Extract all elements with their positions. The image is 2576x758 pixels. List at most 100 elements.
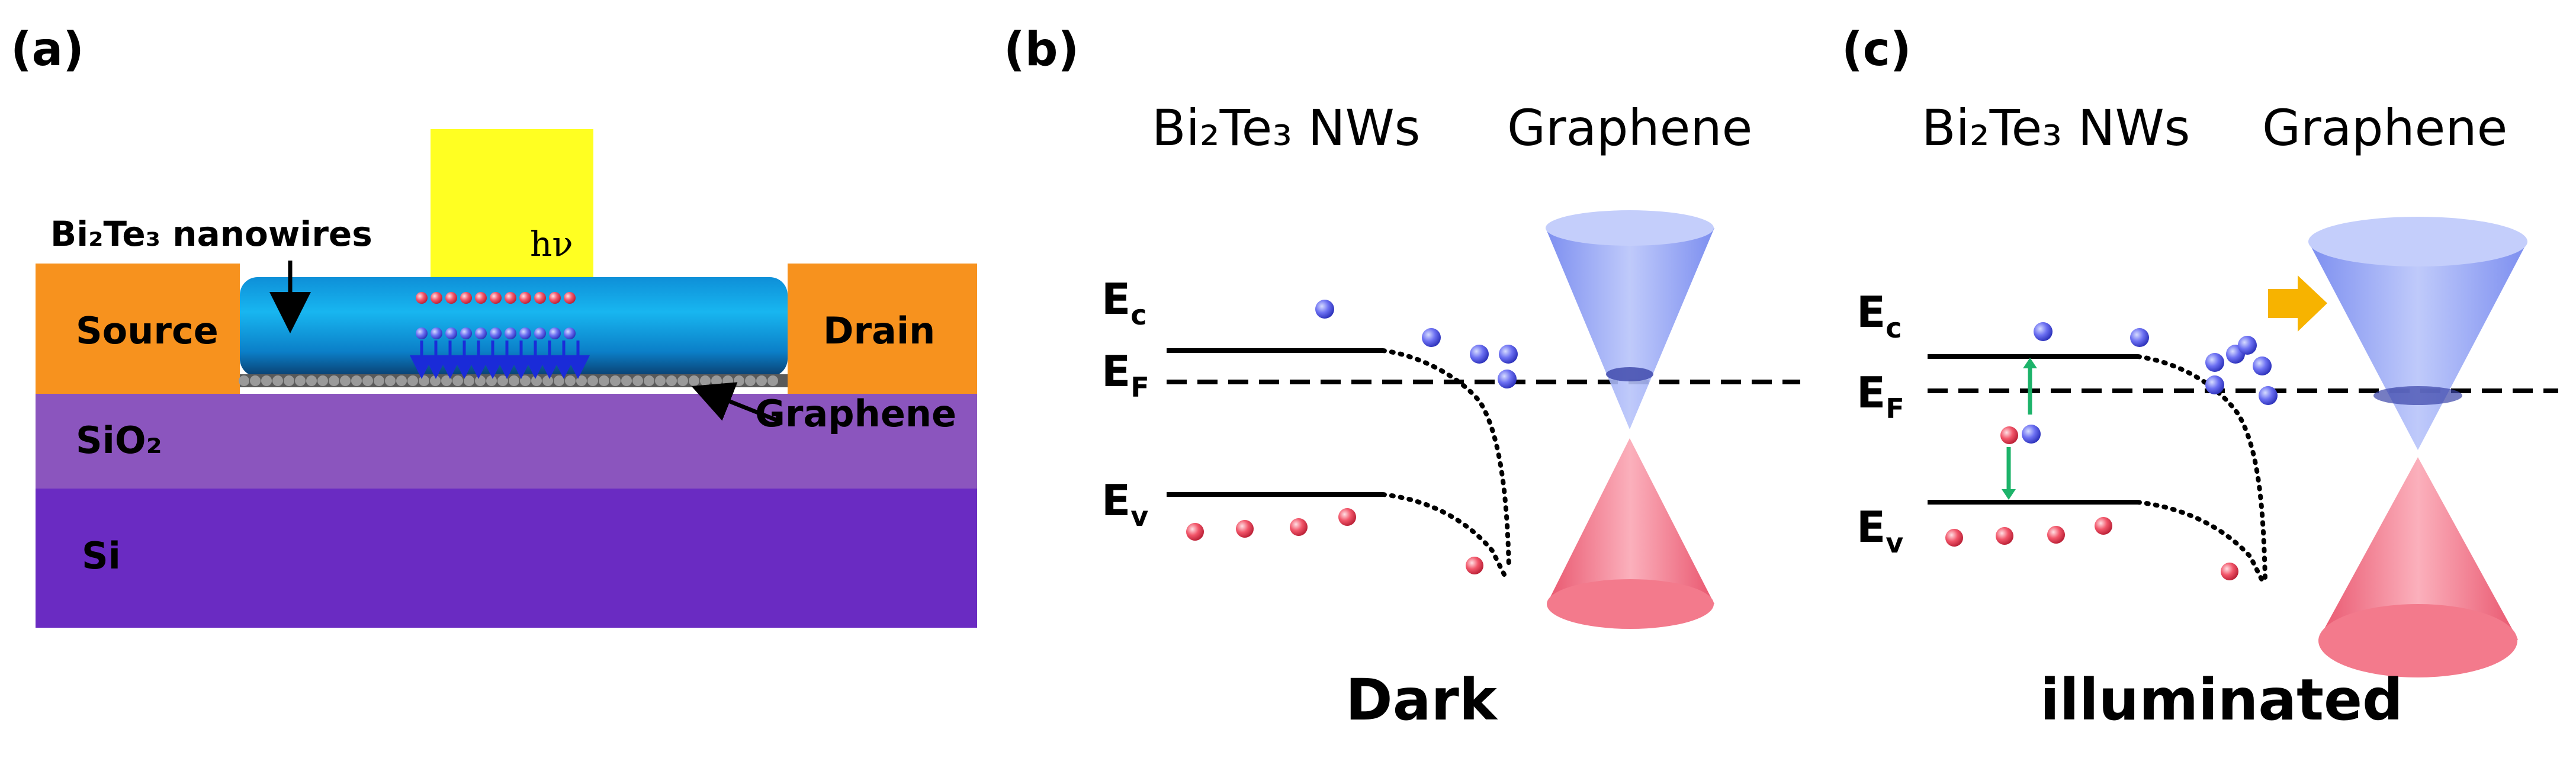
electron: [431, 327, 442, 339]
electron: [1498, 370, 1517, 388]
b-fermi-disk: [1606, 367, 1653, 381]
hole: [1186, 523, 1204, 541]
graphene-atom: [745, 375, 756, 386]
nanowire: [240, 277, 788, 377]
b-ev-bend: [1380, 492, 1507, 577]
electron: [564, 327, 576, 339]
electron: [1422, 328, 1441, 347]
electron: [2238, 336, 2257, 355]
b-caption: Dark: [1345, 667, 1498, 733]
graphene-atom: [576, 375, 587, 386]
electron: [2022, 425, 2041, 444]
hole: [490, 292, 502, 304]
graphene-atom: [272, 375, 283, 386]
si-layer: [36, 489, 977, 628]
c-ec-label: Ec: [1856, 287, 1902, 344]
graphene-atom: [520, 375, 531, 386]
graphene-atom: [689, 375, 699, 386]
hole: [1290, 518, 1308, 536]
electron: [2130, 328, 2149, 347]
c-caption: illuminated: [2040, 667, 2403, 733]
b-ec-bend: [1380, 348, 1511, 571]
graphene-atom: [711, 375, 722, 386]
graphene-atom: [452, 375, 463, 386]
panel-b-left-title: Bi₂Te₃ NWs: [1152, 99, 1420, 157]
graphene-atom: [486, 375, 497, 386]
graphene-atom: [587, 375, 598, 386]
hole: [564, 292, 576, 304]
b-lower-cone-bottom: [1547, 579, 1714, 629]
hole: [460, 292, 472, 304]
graphene-atom: [396, 375, 407, 386]
b-lower-cone: [1547, 438, 1714, 604]
graphene-atom: [655, 375, 666, 386]
nanowires-label: Bi₂Te₃ nanowires: [50, 214, 372, 254]
electron: [460, 327, 472, 339]
graphene-atom: [340, 375, 351, 386]
electron: [534, 327, 546, 339]
graphene-atom: [497, 375, 508, 386]
graphene-atom: [554, 375, 564, 386]
b-holes: [1186, 508, 1483, 574]
electron: [2034, 322, 2053, 341]
graphene-atom: [767, 375, 778, 386]
drain-label: Drain: [823, 309, 935, 352]
c-lower-cone: [2318, 457, 2518, 640]
wire-holes: [416, 292, 576, 304]
source-electrode: [36, 264, 240, 394]
graphene-atom: [542, 375, 553, 386]
graphene-atom: [306, 375, 317, 386]
electron: [2205, 353, 2224, 372]
graphene-atom: [385, 375, 396, 386]
sio2-label: SiO₂: [76, 419, 162, 462]
source-label: Source: [76, 309, 219, 352]
graphene-atom: [419, 375, 429, 386]
panel-b-label: (b): [1004, 23, 1079, 76]
hole: [416, 292, 428, 304]
hole: [505, 292, 516, 304]
graphene-atom: [756, 375, 767, 386]
graphene-atom: [464, 375, 474, 386]
si-label: Si: [82, 534, 121, 577]
panel-c-left-title: Bi₂Te₃ NWs: [1922, 99, 2190, 157]
hv-label: hν: [530, 224, 573, 264]
graphene-atom: [531, 375, 542, 386]
graphene-atom: [666, 375, 677, 386]
graphene-label: Graphene: [755, 392, 956, 435]
c-fermi-disk: [2373, 386, 2462, 405]
graphene-atom: [441, 375, 452, 386]
graphene-atom: [430, 375, 441, 386]
graphene-atom: [632, 375, 643, 386]
graphene-atom: [734, 375, 744, 386]
panel-a: (a) hν Bi₂Te₃ nanowires Source Drain Gra…: [11, 23, 977, 628]
graphene-atom: [374, 375, 384, 386]
electron: [490, 327, 502, 339]
hole: [445, 292, 457, 304]
c-excitation-arrow-down-head: [2002, 489, 2016, 500]
b-ef-label: EF: [1101, 346, 1149, 403]
b-ev-label: Ev: [1101, 476, 1148, 532]
electron: [2259, 386, 2278, 405]
hole: [475, 292, 487, 304]
drain-electrode: [788, 264, 977, 394]
hole: [2000, 426, 2018, 444]
graphene-atom: [351, 375, 362, 386]
electron: [1315, 300, 1334, 319]
electron: [445, 327, 457, 339]
panel-c-label: (c): [1842, 23, 1912, 76]
graphene-atom: [722, 375, 733, 386]
c-electrons: [2022, 322, 2278, 444]
c-lower-cone-bottom: [2318, 604, 2517, 677]
c-excitation-arrow-up-head: [2023, 358, 2037, 368]
graphene-atom: [621, 375, 632, 386]
hole: [431, 292, 442, 304]
panel-b-right-title: Graphene: [1507, 99, 1752, 157]
sio2-layer: [36, 394, 977, 489]
hole: [519, 292, 531, 304]
hole: [2095, 517, 2112, 535]
electron: [505, 327, 516, 339]
panel-b: (b) Bi₂Te₃ NWs Graphene Ec EF Ev Dark: [1004, 23, 1800, 733]
graphene-atom: [329, 375, 339, 386]
electron: [549, 327, 561, 339]
